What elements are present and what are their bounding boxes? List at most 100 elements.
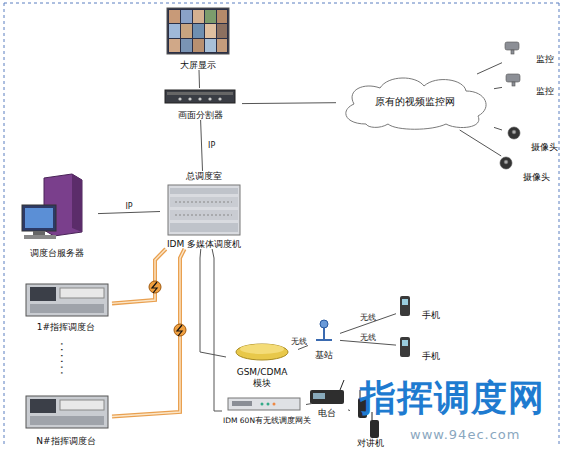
lightning-symbol xyxy=(174,324,186,336)
frame-dashes xyxy=(4,3,560,446)
lightning-symbol xyxy=(149,281,161,293)
screen-icon xyxy=(181,10,192,23)
screen-icon xyxy=(205,10,216,23)
display-node: 大屏显示 xyxy=(160,6,236,70)
node-label: 调度台服务器 xyxy=(30,248,84,258)
base-station-icon xyxy=(316,320,332,340)
server-icon xyxy=(22,205,56,231)
console-icon xyxy=(30,304,104,313)
connector xyxy=(242,102,336,104)
server-node: 调度台服务器 xyxy=(16,172,98,258)
splitter-icon xyxy=(188,97,191,100)
radio-icon xyxy=(310,390,344,404)
connector xyxy=(112,249,185,417)
node-label: 总调度室 xyxy=(186,171,222,181)
connector-line xyxy=(494,127,502,130)
connector xyxy=(306,404,312,405)
camera-icon xyxy=(500,157,512,169)
connector xyxy=(212,249,222,411)
gsm-module-icon xyxy=(240,344,284,354)
rack-icon xyxy=(170,188,238,194)
camera-icon xyxy=(512,82,515,86)
screen-icon xyxy=(193,10,204,23)
splitter-icon xyxy=(178,97,181,100)
gateway-icon xyxy=(228,398,300,410)
rack-icon xyxy=(170,223,238,232)
connector-line xyxy=(201,120,203,171)
gateway-icon xyxy=(228,398,300,410)
rack-icon xyxy=(168,185,240,235)
phone-icon xyxy=(400,296,410,357)
rack-icon xyxy=(175,202,232,203)
ellipsis-dots: ...... xyxy=(58,342,72,377)
gateway-icon xyxy=(232,401,252,406)
screen-icon xyxy=(169,24,180,38)
splitter-node: 画面分割器 xyxy=(158,88,242,120)
screen-icon xyxy=(193,24,204,38)
connector xyxy=(494,127,502,130)
watermark: 指挥调度网 xyxy=(360,374,545,423)
rack-icon xyxy=(170,197,238,207)
camera-icon xyxy=(508,127,520,139)
connector-line xyxy=(348,409,350,411)
console-icon xyxy=(26,396,108,428)
console-icon xyxy=(26,284,108,428)
screen-icon xyxy=(205,39,216,52)
radio-icon xyxy=(310,380,344,404)
walkie-icon xyxy=(370,420,379,438)
screen-icon xyxy=(169,10,180,23)
connector-line xyxy=(242,102,336,104)
lightning-symbol xyxy=(177,325,182,336)
connector xyxy=(298,346,308,350)
frame-dashes xyxy=(559,3,560,446)
cloud-node: 原有的视频监控网 xyxy=(336,74,494,130)
camera-icon xyxy=(505,42,519,50)
node-label: 摄像头 xyxy=(523,172,550,182)
gsm-module-icon xyxy=(236,344,288,360)
screen-icon xyxy=(217,24,227,38)
rack-icon xyxy=(175,215,232,216)
lightning-symbol xyxy=(152,282,157,293)
screen-icon xyxy=(205,24,216,38)
gsm-module-icon xyxy=(236,344,288,360)
node-label: 手机 xyxy=(422,351,440,361)
base-station-icon xyxy=(316,339,332,341)
node-label: 大屏显示 xyxy=(180,60,216,70)
phone-icon xyxy=(400,296,410,316)
splitter-icon xyxy=(165,90,235,103)
dispatcher-node: 总调度室IDM 多媒体调度机 xyxy=(160,171,248,249)
radio-icon xyxy=(313,393,325,399)
screen-icon xyxy=(217,39,227,52)
frame-dashes xyxy=(4,3,5,446)
connector-line xyxy=(298,346,308,350)
gateway-icon xyxy=(273,403,276,406)
connector xyxy=(199,70,201,88)
splitter-icon xyxy=(165,90,235,103)
splitter-icon xyxy=(218,97,221,100)
camera-node: 摄像头 xyxy=(494,156,550,182)
connector-line-inner xyxy=(112,249,166,303)
camera-node: 摄像头 xyxy=(502,126,558,152)
console-node: 1#指挥调度台 xyxy=(20,282,112,332)
screen-icon xyxy=(217,10,227,23)
connector xyxy=(494,87,502,88)
node-label: 监控 xyxy=(536,54,554,64)
cloud-outline xyxy=(346,78,486,129)
camera-node: 监控 xyxy=(502,70,554,96)
node-label: N#指挥调度台 xyxy=(36,436,95,446)
radio-node: 电台 xyxy=(306,384,348,418)
watermark-url: www.94ec.com xyxy=(410,427,520,442)
console-icon xyxy=(30,399,56,413)
screen-icon xyxy=(167,8,229,54)
connector xyxy=(348,409,350,411)
camera-icon xyxy=(512,130,516,134)
connector-line xyxy=(494,87,502,88)
camera-icon xyxy=(511,50,514,54)
phone-node: 手机 xyxy=(396,333,440,361)
connector-line xyxy=(199,70,201,88)
phone-icon xyxy=(402,299,408,305)
connector-line xyxy=(112,249,185,417)
edge-label: 无线 xyxy=(360,312,376,323)
node-label: 对讲机 xyxy=(357,438,384,448)
phone-icon xyxy=(402,340,408,346)
